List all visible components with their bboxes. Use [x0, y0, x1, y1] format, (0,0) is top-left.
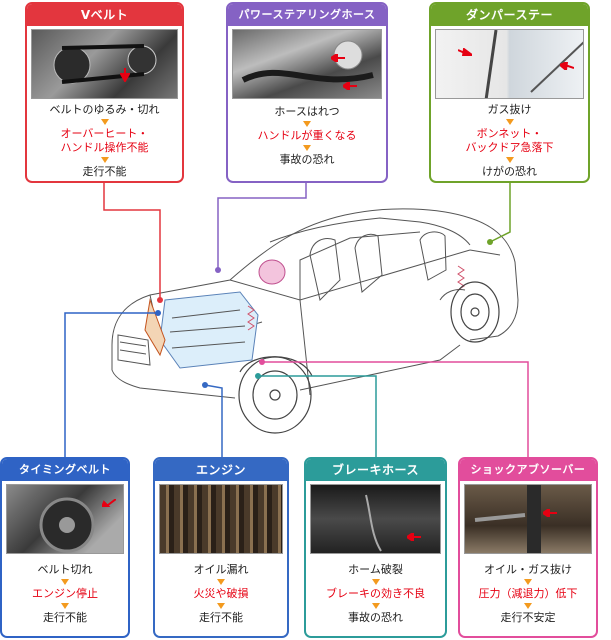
photo-timing-belt — [6, 484, 124, 554]
leader-end-dots — [155, 239, 493, 388]
result-text: けがの恐れ — [482, 165, 537, 178]
red-arrow-icon — [343, 82, 357, 90]
result-text: 走行不能 — [199, 611, 243, 624]
card-title: パワーステアリングホース — [228, 4, 386, 26]
down-triangle-icon — [505, 157, 514, 163]
leader-v-belt — [103, 181, 161, 300]
card-title: ダンパーステー — [431, 4, 588, 26]
effect-text-line2: ハンドル操作不能 — [60, 141, 149, 154]
down-triangle-icon — [303, 121, 311, 127]
result-text: 事故の恐れ — [279, 153, 335, 166]
leader-timing-belt — [64, 312, 158, 458]
red-arrow-icon — [331, 54, 345, 62]
card-shock-absorber: ショックアブソーバー オイル・ガス抜け 圧力（減退力）低下 走行不安定 — [458, 457, 598, 638]
card-engine: エンジン オイル漏れ 火災や破損 走行不能 — [153, 457, 289, 638]
red-arrow-icon — [543, 509, 557, 517]
effect-text: ブレーキの効き不良 — [326, 587, 425, 600]
result-text: 事故の恐れ — [348, 611, 403, 624]
card-title: Vベルト — [27, 4, 182, 26]
engine-belt-image — [53, 44, 157, 84]
down-triangle-icon — [371, 579, 380, 585]
result-text: 走行不能 — [82, 165, 127, 178]
leader-brake-hose — [258, 375, 377, 458]
card-power-steering-hose: パワーステアリングホース ホースはれつ ハンドルが重くなる 事故の恐れ — [226, 2, 388, 183]
photo-power-steering-hose — [232, 29, 382, 99]
cause-text: ホーム破裂 — [348, 563, 403, 576]
down-triangle-icon — [61, 579, 69, 585]
front-wheel — [238, 356, 313, 434]
red-arrow-icon — [458, 48, 472, 56]
hose-image — [241, 40, 374, 83]
rear-wheel — [450, 281, 500, 343]
cause-text: ホースはれつ — [274, 105, 340, 118]
cause-text: ガス抜け — [487, 103, 532, 116]
card-timing-belt: タイミングベルト ベルト切れ エンジン停止 走行不能 — [0, 457, 130, 638]
brake-hose-image — [365, 494, 382, 552]
down-triangle-icon — [100, 157, 109, 163]
down-triangle-icon — [217, 579, 225, 585]
effect-text-line2: バックドア急落下 — [465, 141, 554, 154]
effect-text: 圧力（減退力）低下 — [478, 587, 578, 600]
effect-text-line1: オーバーヒート・ — [60, 127, 149, 140]
red-arrow-icon — [407, 533, 421, 541]
leader-damper — [489, 181, 511, 243]
down-triangle-icon — [217, 603, 225, 609]
result-text: 走行不安定 — [500, 611, 556, 624]
red-arrow-icon — [560, 62, 574, 70]
car-illustration — [111, 208, 519, 399]
cause-text: ベルトのゆるみ・切れ — [49, 103, 160, 116]
effect-text-line1: ボンネット・ — [476, 127, 543, 140]
timing-belt-image — [39, 497, 95, 553]
effect-text: エンジン停止 — [32, 587, 98, 600]
result-text: 走行不能 — [43, 611, 87, 624]
photo-brake-hose — [310, 484, 441, 554]
down-triangle-icon — [524, 603, 532, 609]
red-arrow-icon — [102, 499, 116, 507]
damper-image — [484, 30, 583, 98]
photo-v-belt — [31, 29, 178, 99]
cause-text: オイル・ガス抜け — [484, 563, 572, 576]
effect-text: ハンドルが重くなる — [257, 129, 357, 142]
card-title: ブレーキホース — [306, 459, 445, 481]
leader-power-steering — [217, 181, 307, 270]
card-v-belt: Vベルト ベルトのゆるみ・切れ オーバーヒート・ ハンドル操作不能 走行不能 — [25, 2, 184, 183]
effect-text: 火災や破損 — [193, 587, 249, 600]
photo-engine — [159, 484, 283, 554]
down-triangle-icon — [505, 119, 514, 125]
card-brake-hose: ブレーキホース ホーム破裂 ブレーキの効き不良 事故の恐れ — [304, 457, 447, 638]
photo-shock-absorber — [464, 484, 592, 554]
down-triangle-icon — [371, 603, 380, 609]
down-triangle-icon — [100, 119, 109, 125]
cause-text: オイル漏れ — [193, 563, 249, 576]
card-damper-stay: ダンパーステー ガス抜け ボンネット・ バックドア急落下 けがの恐れ — [429, 2, 590, 183]
card-title: ショックアブソーバー — [460, 459, 596, 481]
red-arrow-icon — [120, 68, 130, 82]
photo-damper-stay — [435, 29, 584, 99]
card-title: タイミングベルト — [2, 459, 128, 481]
down-triangle-icon — [61, 603, 69, 609]
down-triangle-icon — [303, 145, 311, 151]
down-triangle-icon — [524, 579, 532, 585]
leader-shock — [262, 361, 529, 458]
shock-absorber-image — [474, 485, 541, 553]
leader-engine — [204, 384, 223, 458]
cause-text: ベルト切れ — [37, 563, 93, 576]
card-title: エンジン — [155, 459, 287, 481]
